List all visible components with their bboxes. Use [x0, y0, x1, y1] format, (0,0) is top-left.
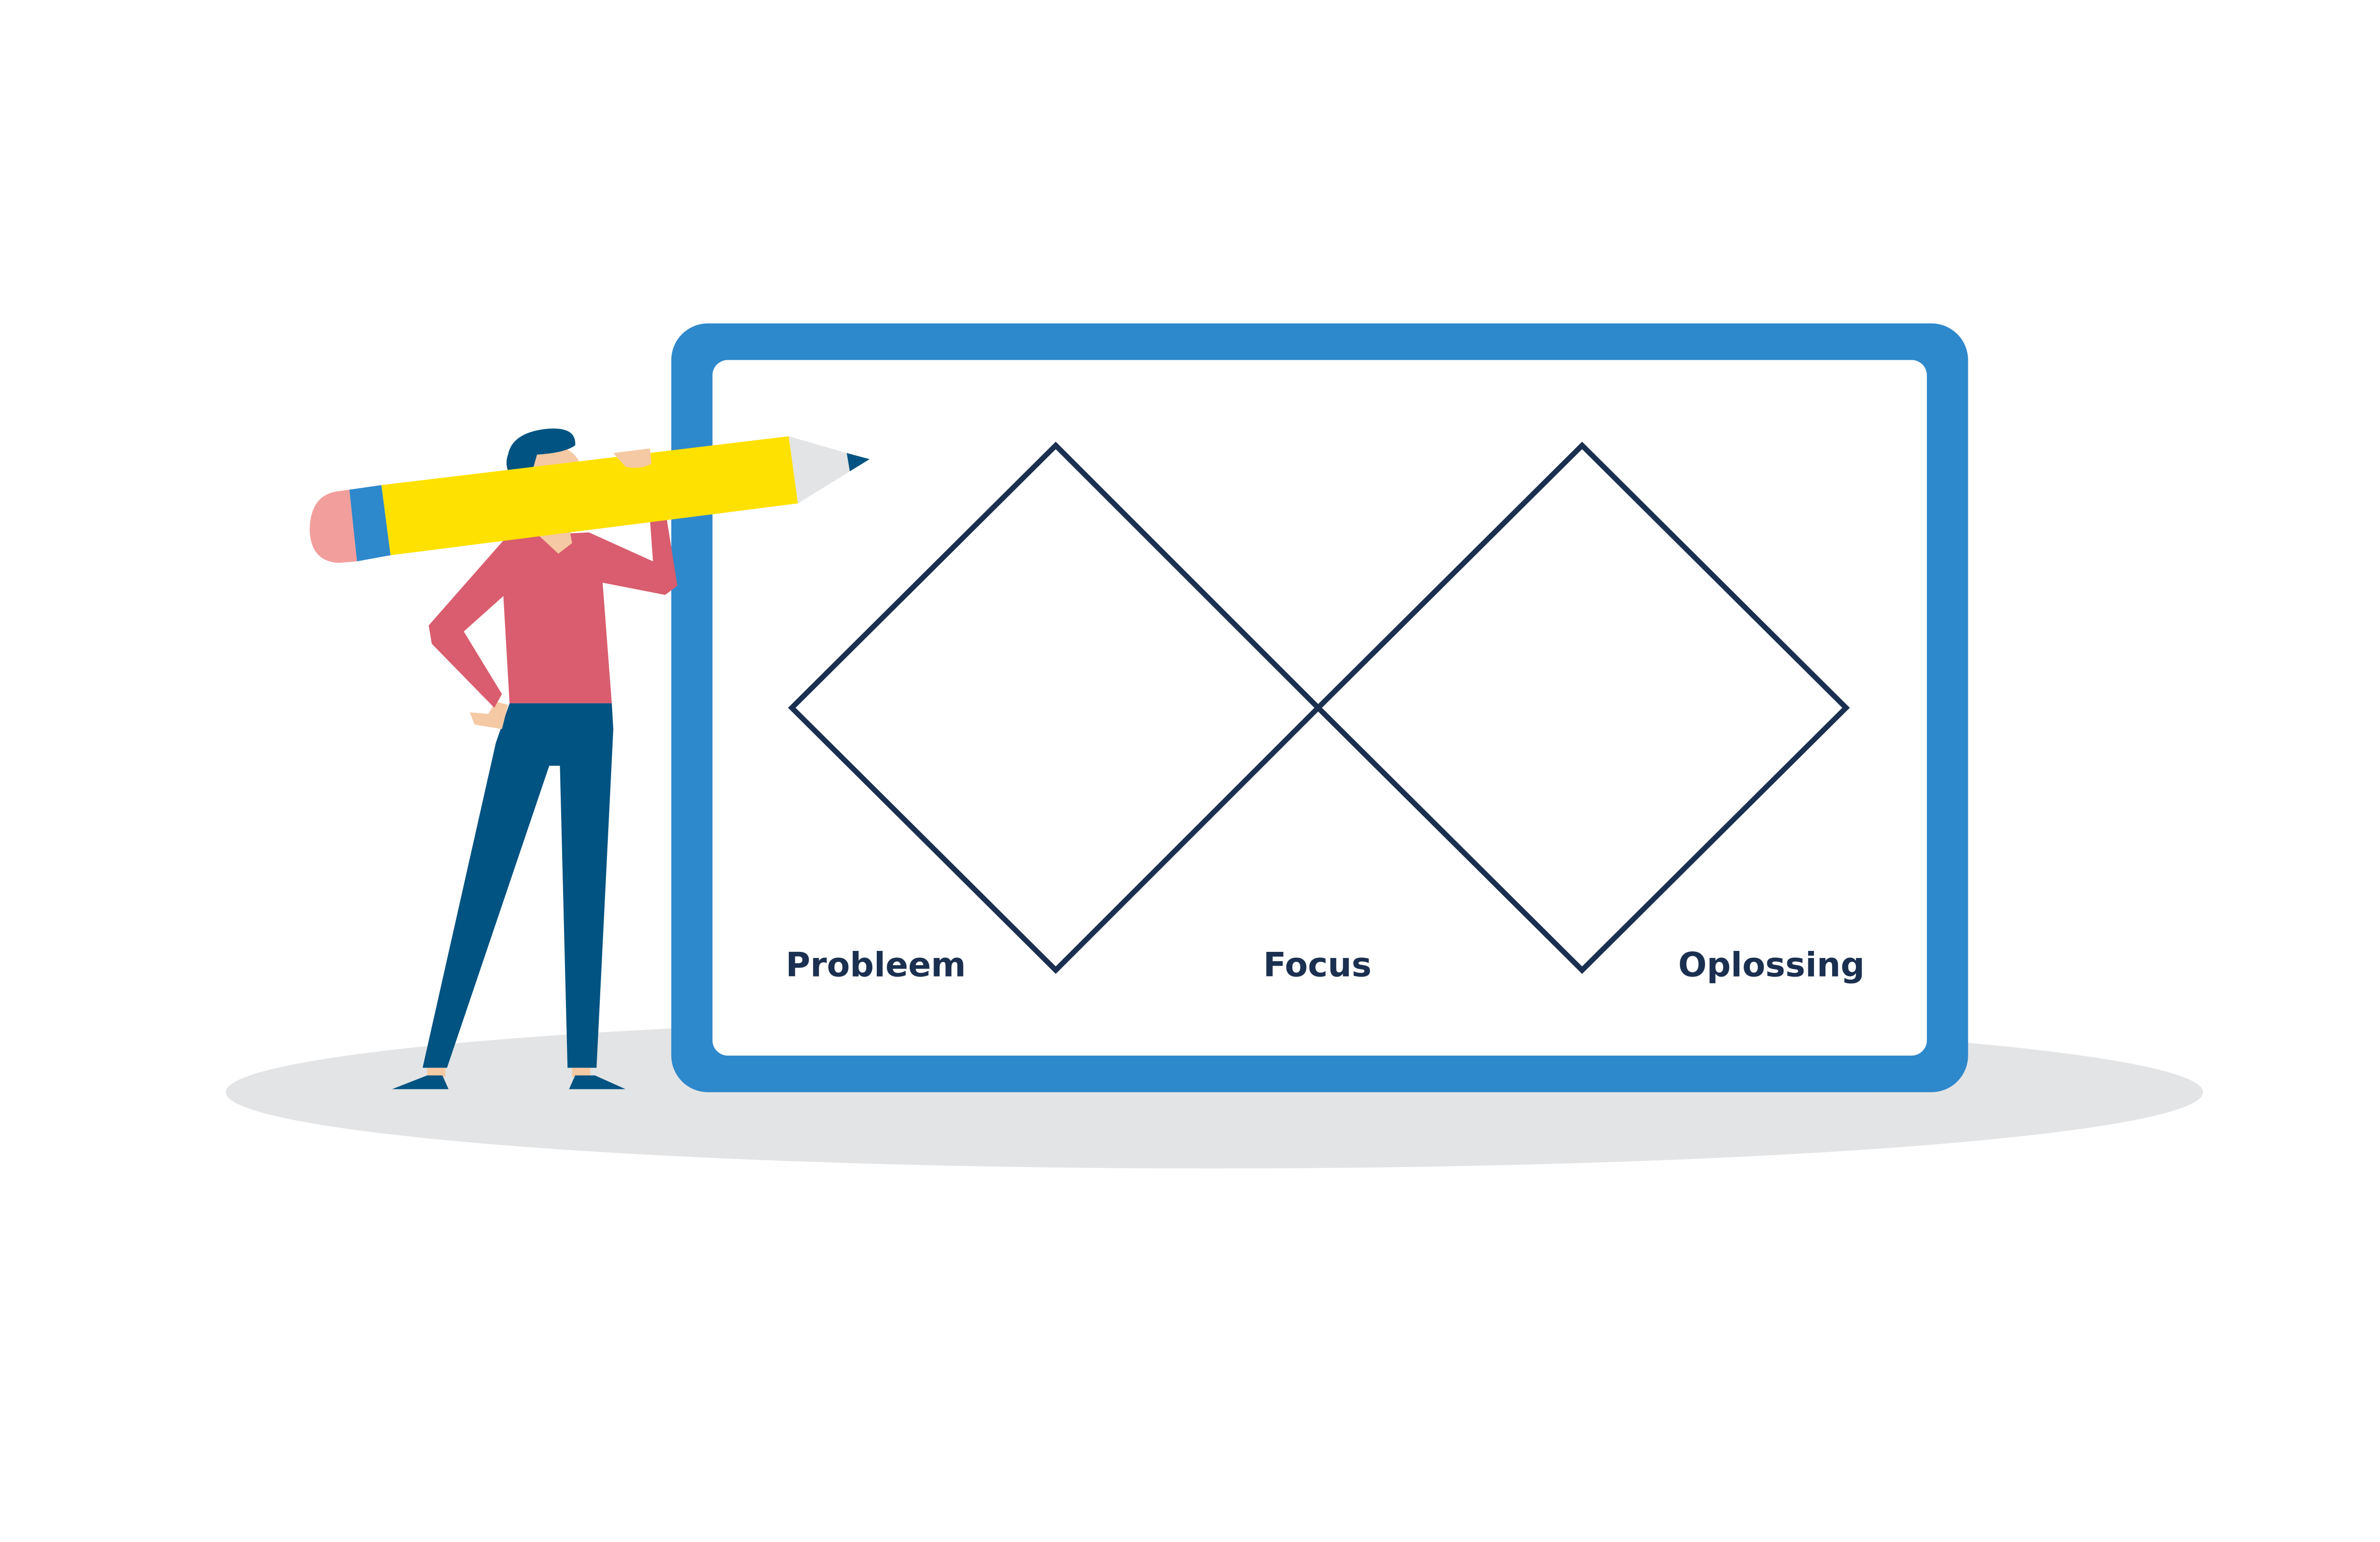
shoe-right	[569, 1075, 626, 1089]
label-probleem: Probleem	[786, 945, 966, 984]
pencil-body	[381, 436, 798, 555]
diamond-solution	[1314, 441, 1850, 974]
pencil-eraser	[309, 489, 357, 563]
ankle-right	[572, 1068, 591, 1077]
pencil	[309, 436, 870, 563]
double-diamond-illustration: Probleem Focus Oplossing	[226, 323, 2203, 1169]
pants	[422, 703, 614, 1068]
person-figure	[309, 428, 870, 1089]
shoe-left	[392, 1075, 449, 1089]
pencil-lead	[846, 453, 870, 472]
pencil-band	[349, 485, 391, 562]
hand-left	[470, 702, 508, 730]
ankle-left	[427, 1068, 446, 1077]
arm-left	[428, 537, 526, 708]
double-diamond	[788, 441, 1850, 974]
pencil-cone	[789, 436, 850, 504]
shirt	[503, 518, 678, 703]
label-focus: Focus	[1263, 945, 1372, 984]
hand-right	[613, 448, 652, 468]
label-oplossing: Oplossing	[1678, 945, 1865, 984]
